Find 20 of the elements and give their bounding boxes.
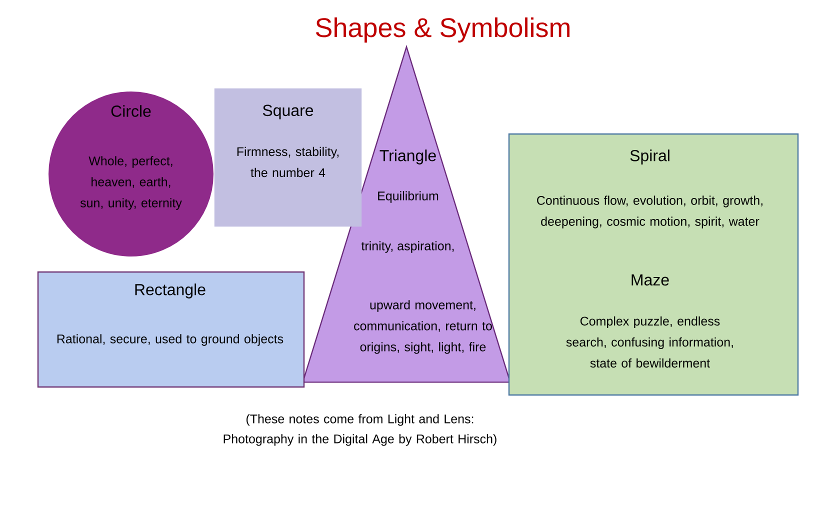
shape-heading: Square	[262, 104, 314, 120]
shape-description: Firmness, stability, the number 4	[237, 146, 339, 178]
rectangle-shape	[37, 271, 305, 388]
shape-description: trinity, aspiration,	[361, 241, 454, 253]
square-shape	[214, 88, 362, 227]
shape-description: Rational, secure, used to ground objects	[57, 334, 284, 346]
shape-description: Whole, perfect, heaven, earth, sun, unity, eternity	[80, 156, 182, 210]
shape-description: Continuous flow, evolution, orbit, growth, deepening, cosmic motion, spirit, water	[537, 196, 762, 228]
title: Shapes & Symbolism	[316, 17, 570, 43]
shape-heading: Maze	[632, 274, 669, 286]
source-note: (These notes come from Light and Lens: Photography in the Digital Age by Robert Hirsch)	[224, 414, 496, 446]
shape-description: Equilibrium	[378, 191, 438, 203]
rectangle-shape	[508, 133, 799, 396]
shape-heading: Spiral	[630, 150, 670, 164]
shape-heading: Rectangle	[135, 284, 206, 298]
circle-shape	[48, 92, 214, 256]
shape-description: upward movement, communication, return to origins, sight, light, fire	[354, 300, 492, 354]
shape-description: Complex puzzle, endless search, confusing information, state of bewilderment	[566, 316, 733, 368]
shape-heading: Circle	[111, 105, 151, 117]
shape-heading: Triangle	[380, 150, 436, 164]
